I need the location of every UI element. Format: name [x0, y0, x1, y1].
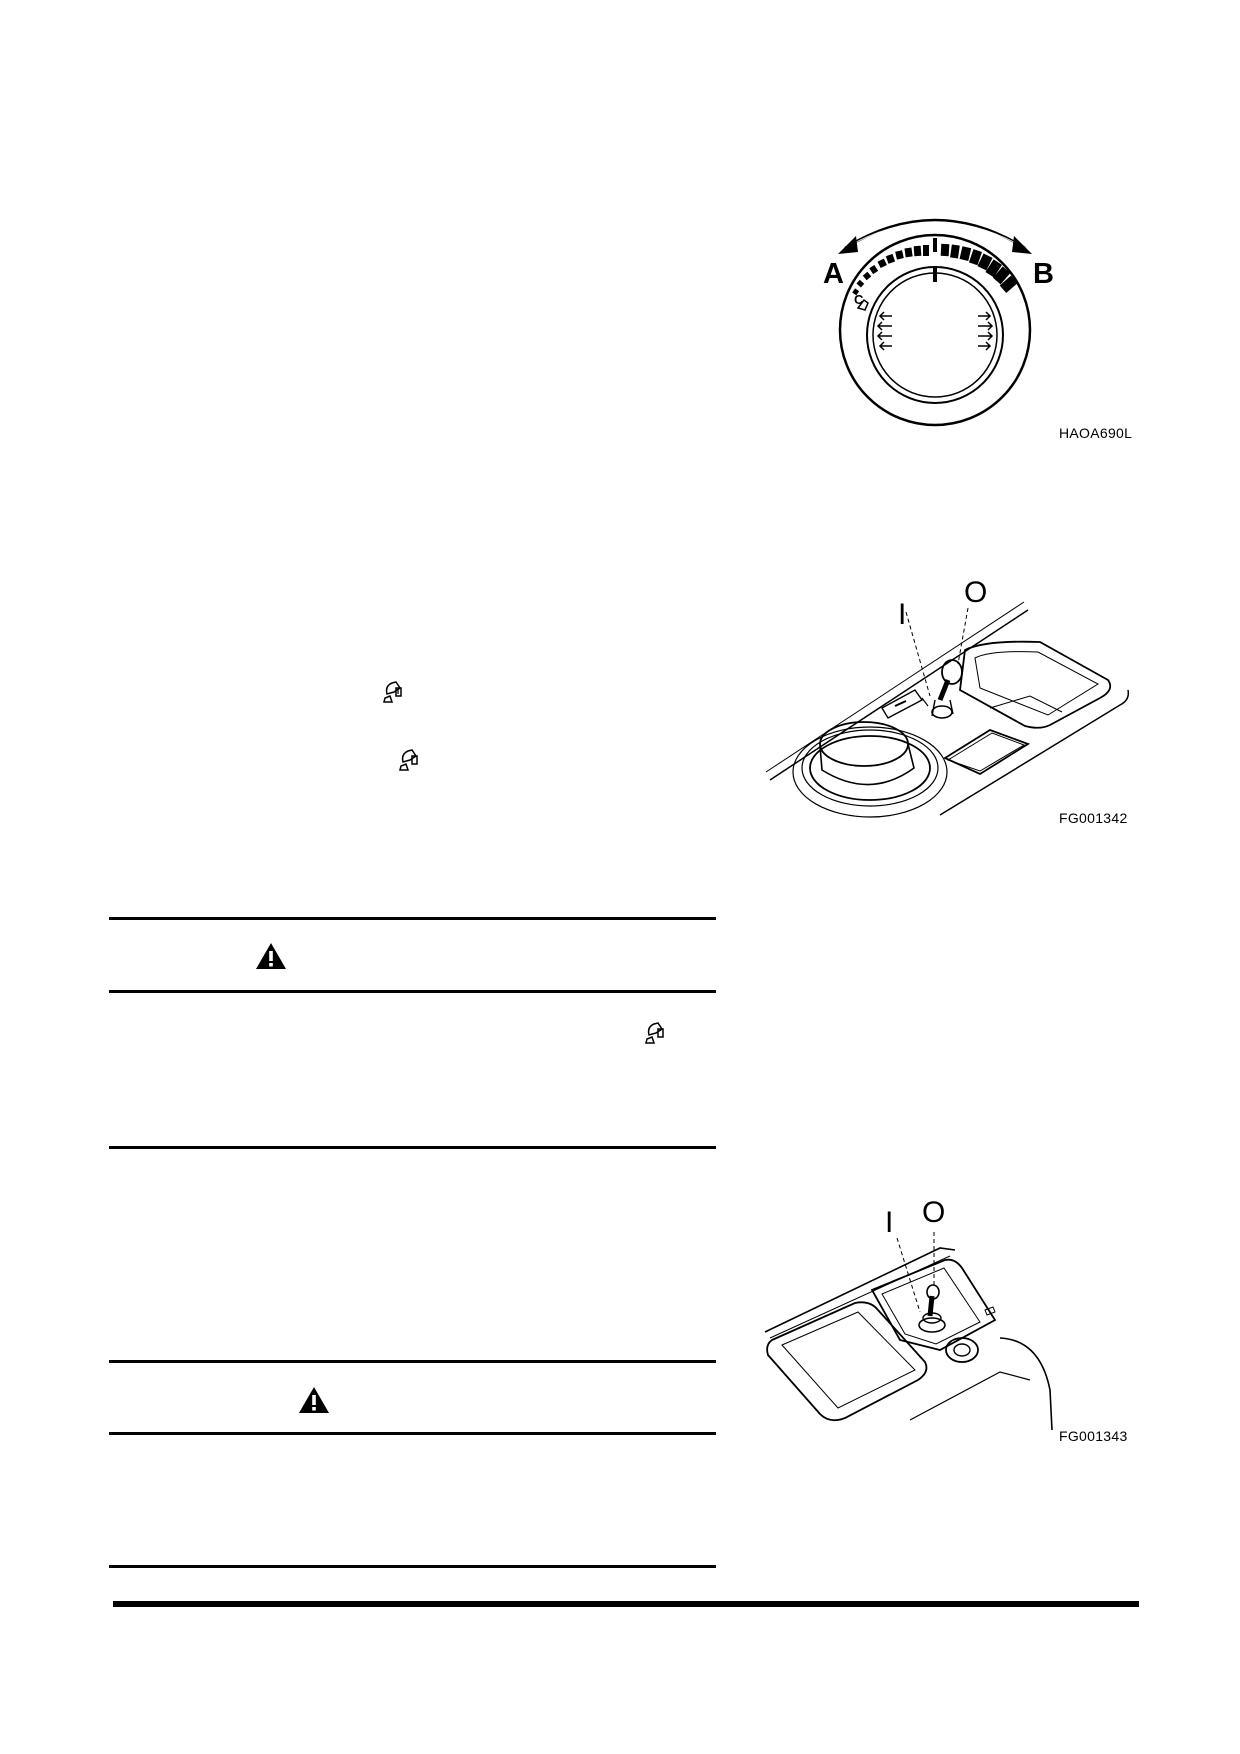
cab-lamp-on-icon — [383, 681, 402, 703]
dial-label-b: B — [1033, 258, 1054, 290]
switch2-label-i: I — [885, 1206, 894, 1239]
divider — [109, 917, 716, 920]
switch2-figure-code: FG001343 — [1059, 1428, 1128, 1444]
divider — [109, 1565, 716, 1568]
divider — [109, 990, 716, 993]
switch2-label-o: O — [922, 1196, 946, 1229]
divider — [109, 1146, 716, 1149]
dial-label-c: C — [854, 292, 864, 307]
dial-label-a: A — [823, 258, 844, 290]
footer-rule — [113, 1601, 1139, 1607]
switch1-label-o: O — [964, 576, 988, 609]
divider — [109, 1432, 716, 1435]
warning-triangle-icon — [299, 1387, 329, 1413]
switch1-figure-code: FG001342 — [1059, 810, 1128, 826]
warning-triangle-icon — [256, 943, 286, 969]
switch1-label-i: I — [898, 598, 907, 631]
cab-lamp-off-icon — [399, 749, 418, 771]
dial-figure-code: HAOA690L — [1059, 425, 1133, 441]
cab-lamp-off-icon — [645, 1022, 664, 1044]
divider — [109, 1360, 716, 1363]
